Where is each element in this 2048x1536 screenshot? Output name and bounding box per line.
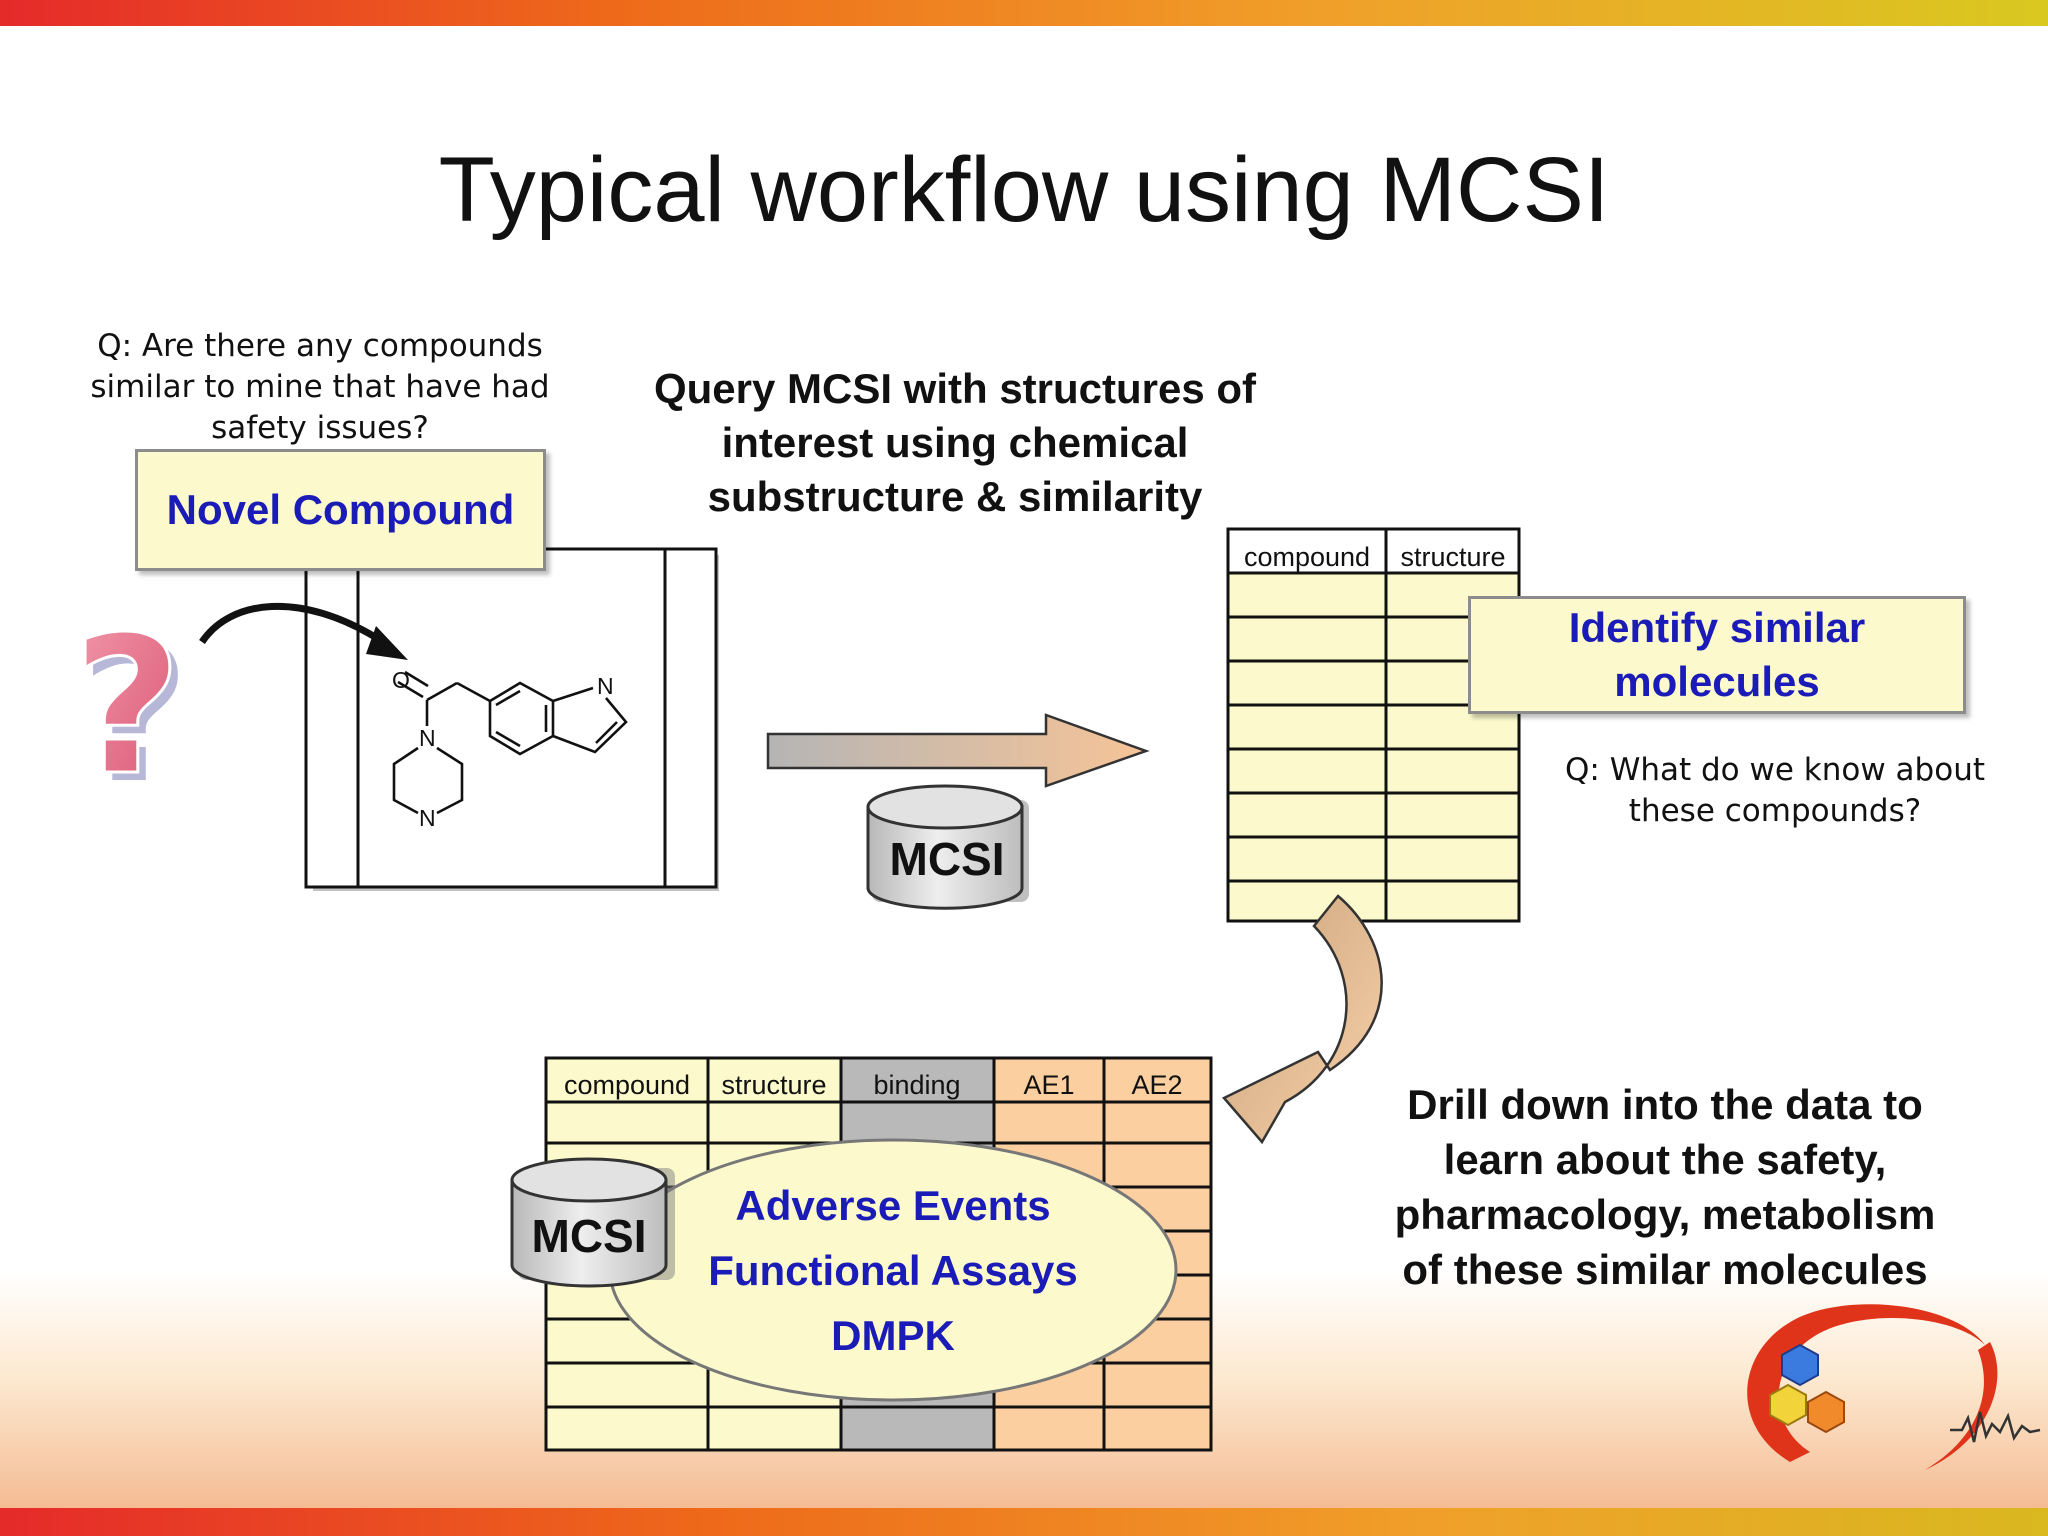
question-safety: Q: Are there any compounds similar to mi… bbox=[60, 326, 580, 449]
data-header-ae1: AE1 bbox=[1023, 1070, 1074, 1100]
identify-line: Identify similar bbox=[1568, 604, 1866, 651]
question-knowledge: Q: What do we know about these compounds… bbox=[1535, 750, 2015, 832]
data-header-compound: compound bbox=[564, 1070, 690, 1100]
question-line: safety issues? bbox=[211, 410, 429, 446]
category-dmpk: DMPK bbox=[831, 1312, 955, 1359]
results-header-compound: compound bbox=[1244, 542, 1370, 572]
data-header-structure: structure bbox=[721, 1070, 826, 1100]
query-instructions: Query MCSI with structures of interest u… bbox=[580, 362, 1330, 524]
database-label: MCSI bbox=[532, 1210, 647, 1262]
question-line: Q: What do we know about bbox=[1565, 752, 1985, 788]
top-gradient-bar bbox=[0, 0, 2048, 26]
identify-similar-callout: Identify similar molecules bbox=[1468, 596, 1966, 714]
drilldown-line: of these similar molecules bbox=[1402, 1246, 1928, 1293]
identify-line: molecules bbox=[1614, 658, 1820, 705]
molecule-structure bbox=[392, 670, 628, 815]
results-table bbox=[1226, 527, 1521, 923]
data-header-binding: binding bbox=[873, 1070, 960, 1100]
query-line: substructure & similarity bbox=[707, 473, 1203, 520]
bottom-gradient-bar bbox=[0, 1508, 2048, 1536]
question-line: these compounds? bbox=[1628, 793, 1922, 829]
curved-arrow-head bbox=[366, 626, 408, 660]
query-line: interest using chemical bbox=[721, 419, 1189, 466]
drilldown-line: pharmacology, metabolism bbox=[1394, 1191, 1936, 1238]
novel-compound-callout: Novel Compound bbox=[135, 449, 546, 571]
oxygen-atom: O bbox=[392, 667, 410, 693]
query-line: Query MCSI with structures of bbox=[653, 365, 1257, 412]
category-functional-assays: Functional Assays bbox=[708, 1247, 1078, 1294]
question-mark-shadow: ? bbox=[80, 604, 190, 825]
process-arrow bbox=[766, 713, 1150, 788]
curved-arrow bbox=[199, 602, 382, 645]
company-logo bbox=[1747, 1304, 2041, 1470]
database-label: MCSI bbox=[890, 833, 1005, 885]
results-header-structure: structure bbox=[1400, 542, 1505, 572]
nitrogen-atom: N bbox=[419, 805, 436, 831]
category-adverse-events: Adverse Events bbox=[735, 1182, 1050, 1229]
drilldown-description: Drill down into the data to learn about … bbox=[1330, 1077, 2000, 1297]
database-cylinder bbox=[866, 784, 1029, 910]
slide-title: Typical workflow using MCSI bbox=[438, 139, 1610, 241]
database-cylinder bbox=[510, 1157, 675, 1288]
data-header-ae2: AE2 bbox=[1131, 1070, 1182, 1100]
drilldown-line: Drill down into the data to bbox=[1407, 1081, 1923, 1128]
nitrogen-atom: N bbox=[419, 725, 436, 751]
structure-panel bbox=[304, 547, 719, 891]
drilldown-line: learn about the safety, bbox=[1443, 1136, 1887, 1183]
nitrogen-atom: N bbox=[597, 673, 614, 699]
drilldown-arrow bbox=[1221, 894, 1383, 1145]
question-mark-icon: ? bbox=[72, 596, 182, 817]
question-line: Q: Are there any compounds bbox=[97, 328, 543, 364]
question-line: similar to mine that have had bbox=[90, 369, 550, 405]
